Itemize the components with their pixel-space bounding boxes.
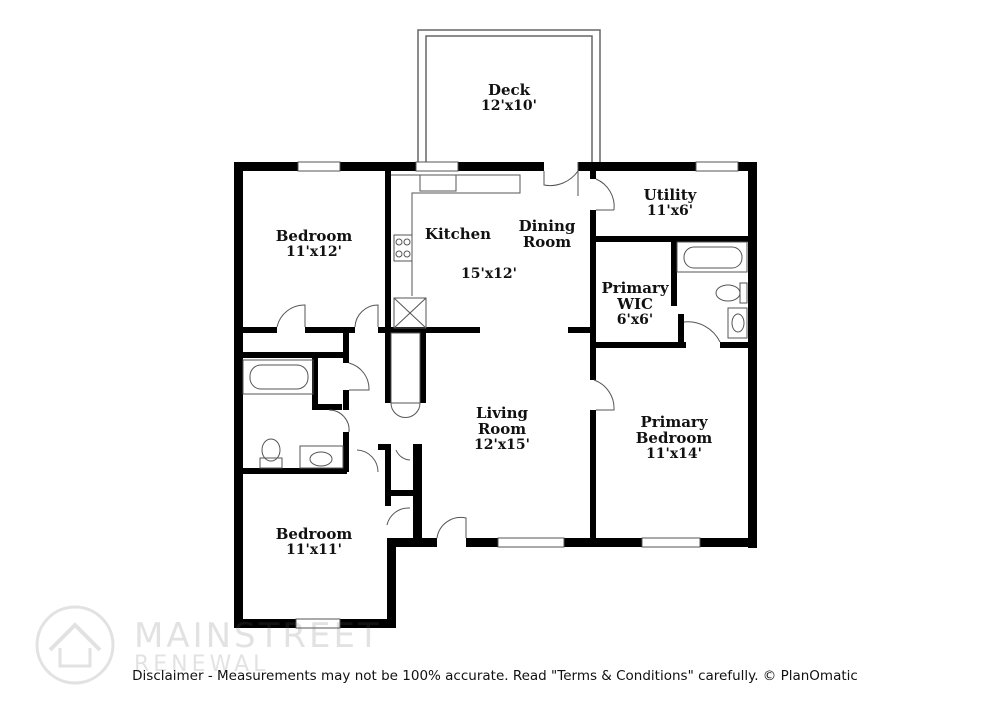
- room-name: Bedroom: [275, 227, 353, 245]
- dining-size-label: 15'x12': [461, 266, 517, 282]
- bedroom-top-label: Bedroom 11'x12': [276, 228, 353, 260]
- primary-bedroom-label: Primary Bedroom 11'x14': [636, 414, 713, 462]
- watermark-line2: RENEWAL: [134, 652, 270, 677]
- room-size: 12'x10': [481, 98, 537, 114]
- room-size: 11'x14': [646, 446, 702, 462]
- room-size: 11'x12': [286, 244, 342, 260]
- house-logo-icon: [35, 605, 115, 685]
- interior-walls: [243, 171, 757, 547]
- watermark-line1: MAINSTREET: [134, 616, 382, 656]
- exterior-walls: [234, 162, 757, 628]
- room-name-line2: Bedroom: [635, 429, 713, 447]
- room-name-line2: Room: [522, 233, 572, 251]
- kitchen-label: Kitchen: [425, 226, 491, 242]
- room-name-line1: Primary: [601, 279, 669, 297]
- fixtures: [242, 174, 748, 469]
- room-name-line1: Living: [475, 404, 529, 422]
- room-name: Utility: [643, 186, 697, 204]
- room-name-line2: WIC: [617, 295, 653, 313]
- room-name: Bedroom: [275, 525, 353, 543]
- room-size: 15'x12': [461, 266, 517, 282]
- room-name-line2: Room: [477, 420, 527, 438]
- dining-label: Dining Room: [519, 218, 576, 250]
- disclaimer-text: Disclaimer - Measurements may not be 100…: [132, 668, 858, 684]
- room-size: 12'x15': [474, 437, 530, 453]
- room-name-line1: Primary: [640, 413, 708, 431]
- bedroom-bottom-label: Bedroom 11'x11': [276, 526, 353, 558]
- deck-outline: [417, 29, 601, 162]
- watermark-logo: MAINSTREET RENEWAL: [30, 600, 390, 690]
- room-size: 6'x6': [616, 312, 654, 328]
- room-size: 11'x6': [646, 203, 694, 219]
- room-name-line1: Dining: [518, 217, 576, 235]
- utility-label: Utility 11'x6': [644, 187, 697, 219]
- room-size: 11'x11': [286, 542, 342, 558]
- windows: [295, 161, 739, 629]
- room-name: Deck: [487, 81, 531, 99]
- door-swings: [276, 162, 721, 539]
- living-label: Living Room 12'x15': [474, 405, 530, 453]
- primary-wic-label: Primary WIC 6'x6': [601, 280, 668, 328]
- room-name: Kitchen: [424, 225, 492, 243]
- deck-label: Deck 12'x10': [481, 82, 537, 114]
